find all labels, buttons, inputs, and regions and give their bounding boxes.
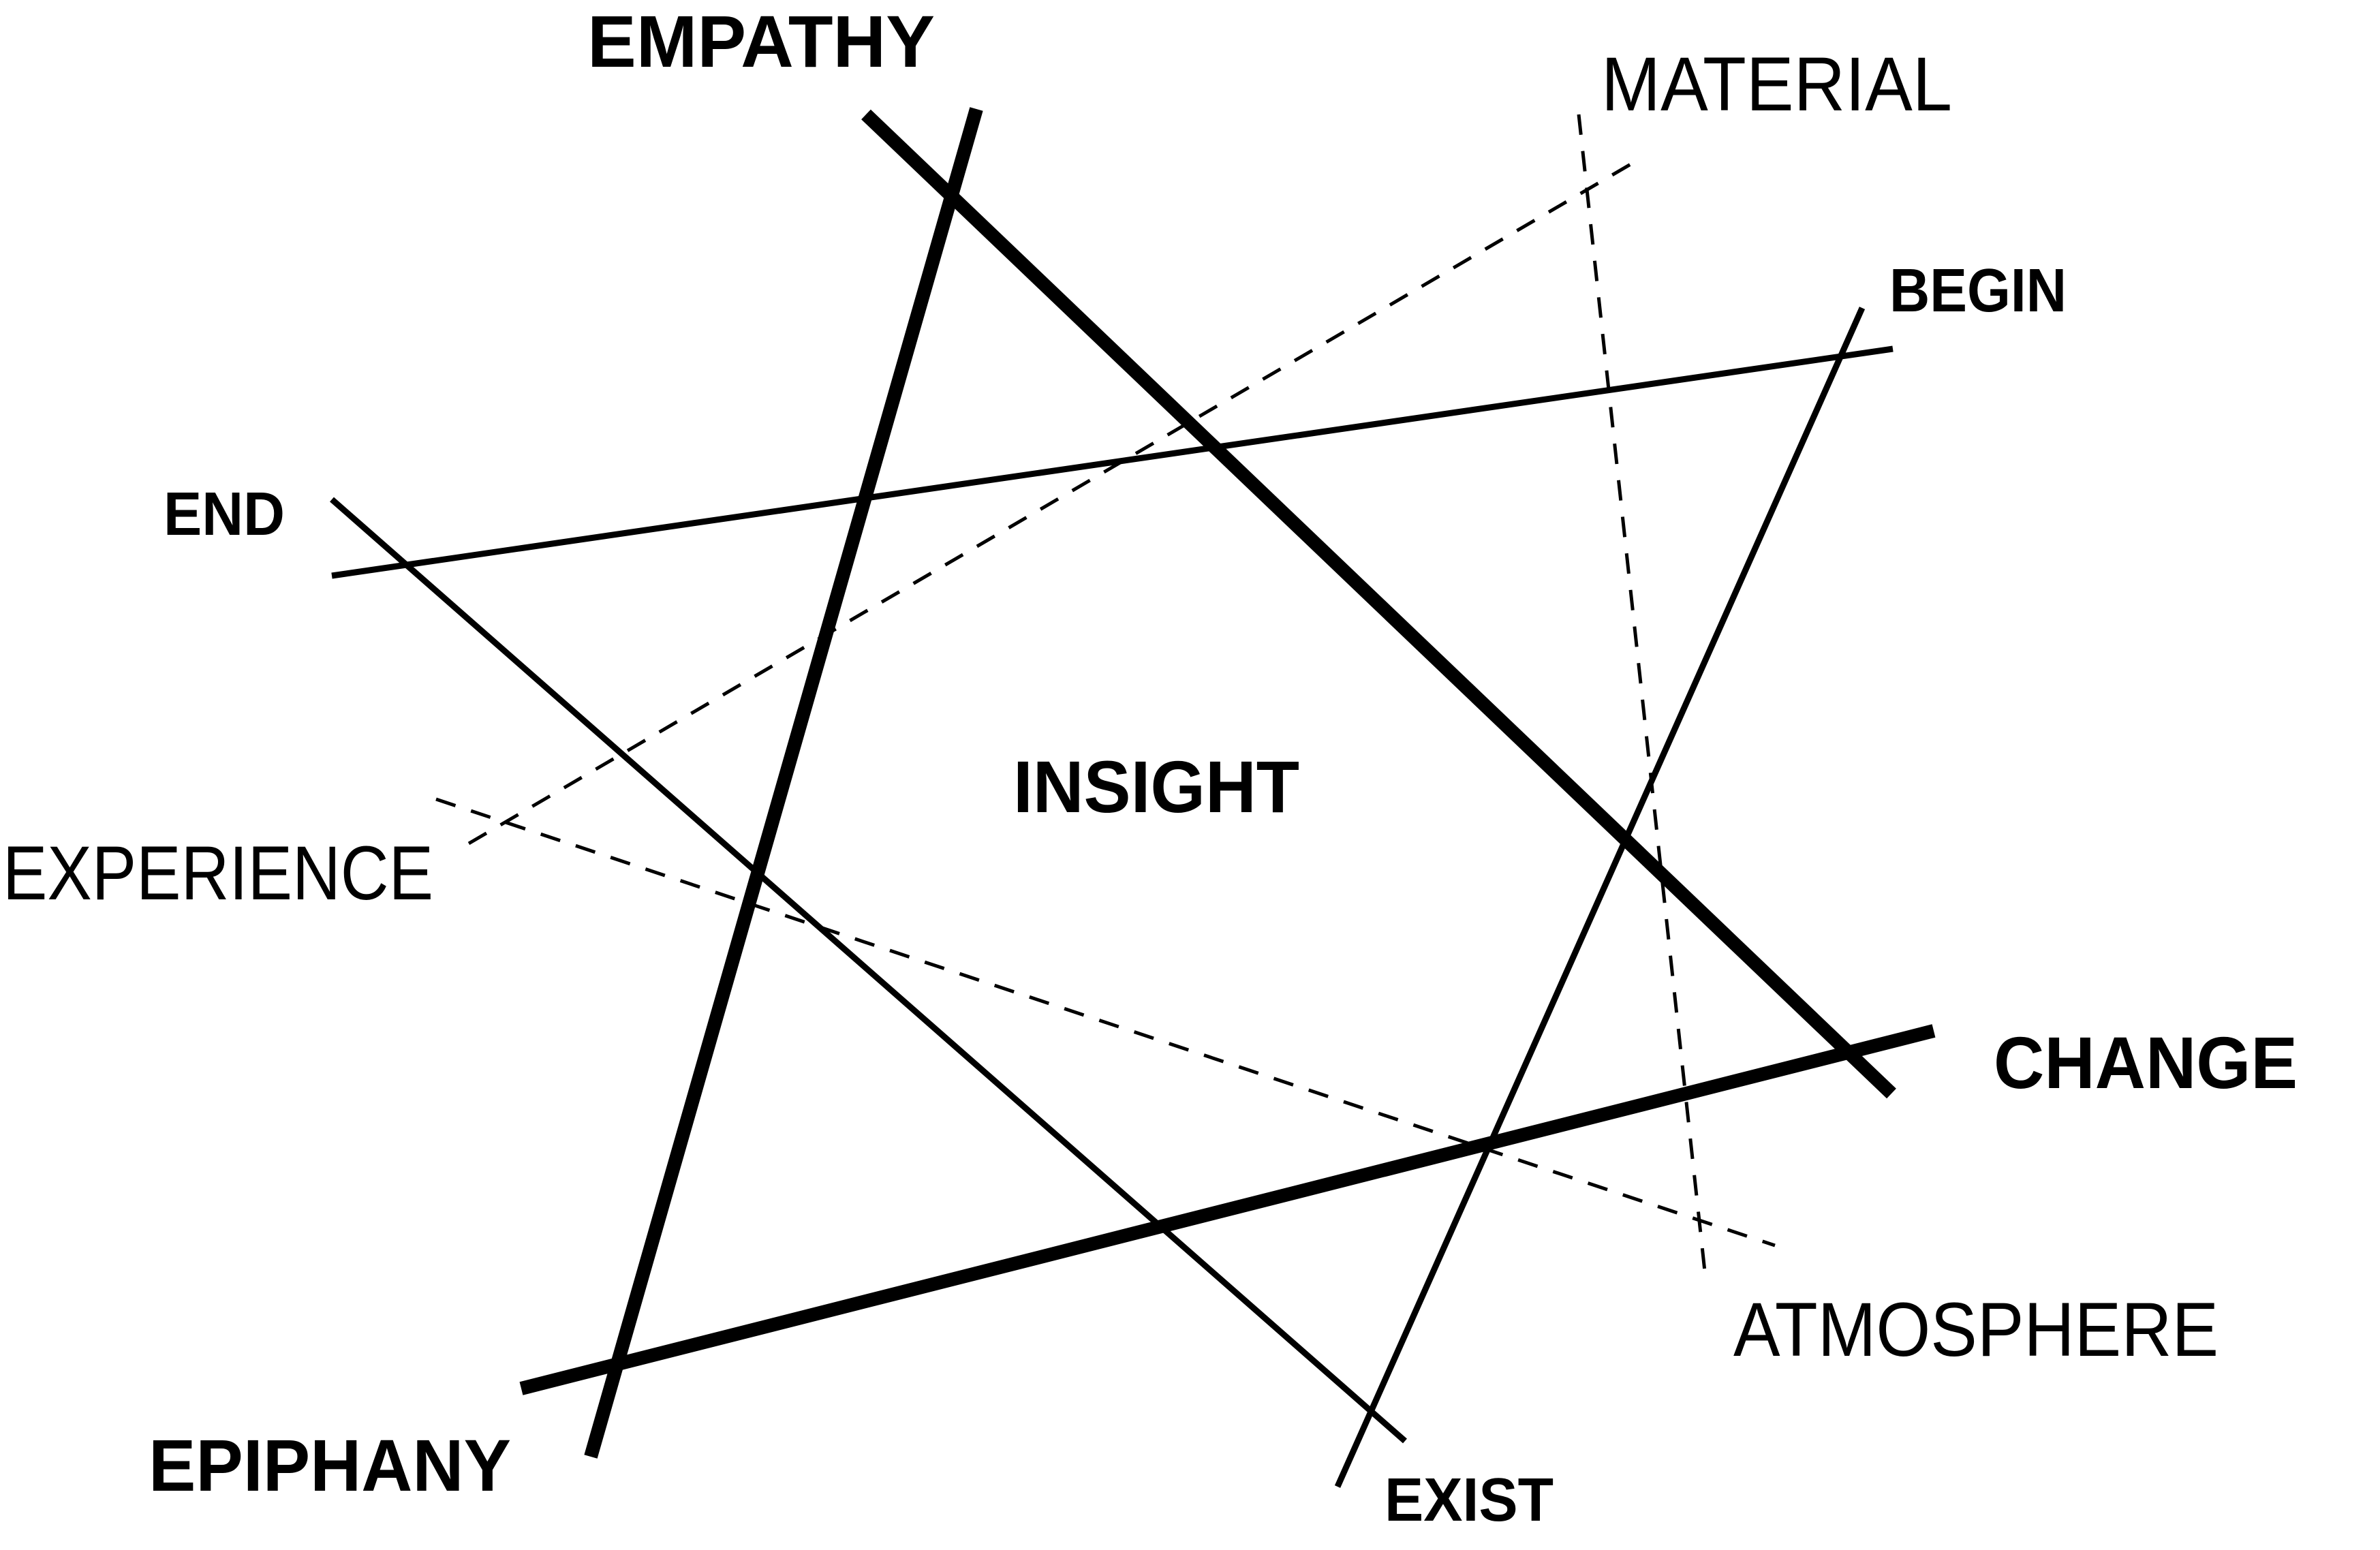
label-insight: INSIGHT xyxy=(1013,745,1299,828)
label-end: END xyxy=(164,480,285,548)
line-empathy-change xyxy=(861,109,1896,1099)
line-end-exist xyxy=(330,497,1407,1444)
line-experience-material xyxy=(467,161,1633,846)
line-epiphany-change xyxy=(519,1024,1936,1395)
label-epiphany: EPIPHANY xyxy=(149,1424,511,1506)
line-empathy-epiphany xyxy=(584,107,983,1459)
line-end-begin xyxy=(331,345,1894,579)
line-experience-atmosphere xyxy=(435,797,1776,1247)
label-experience: EXPERIENCE xyxy=(3,831,433,916)
label-change: CHANGE xyxy=(1994,1021,2298,1104)
label-empathy: EMPATHY xyxy=(587,0,935,82)
label-atmosphere: ATMOSPHERE xyxy=(1733,1287,2219,1372)
label-material: MATERIAL xyxy=(1601,42,1952,127)
label-begin: BEGIN xyxy=(1889,257,2067,325)
line-material-atmosphere xyxy=(1577,114,1707,1278)
label-exist: EXIST xyxy=(1385,1466,1554,1534)
line-begin-exist xyxy=(1334,307,1866,1488)
